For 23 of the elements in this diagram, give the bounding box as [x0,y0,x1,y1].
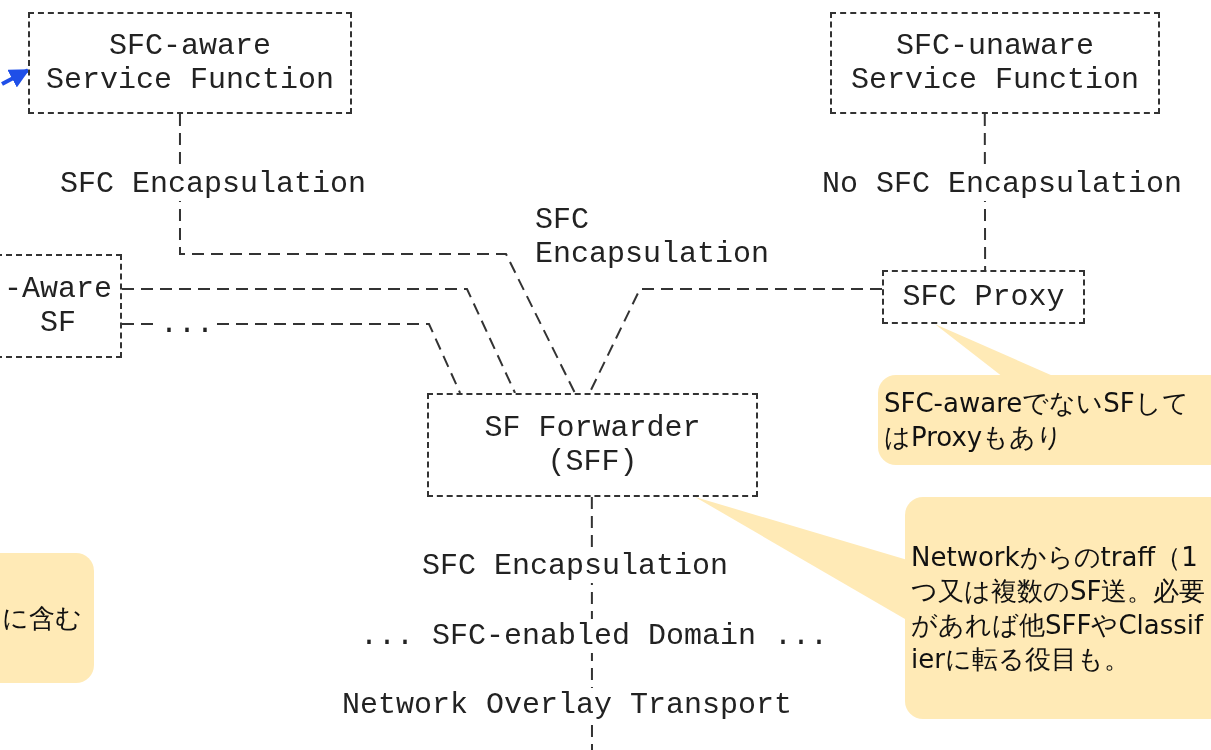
callout-tail [934,324,1051,375]
arrow [1,68,30,88]
service-function-box [0,254,122,358]
box-label: SFC-aware Service Function [44,29,335,97]
box-label: SF Forwarder (SFF) [483,411,702,479]
connector-line [121,288,517,394]
service-function-box [830,12,1160,114]
annotation-label: SFC Encapsulation [535,203,771,271]
connector-line [178,113,576,394]
forwarder-box [427,393,758,497]
callout-bubble [0,553,94,683]
box-label: -Aware SF [3,272,113,340]
callout-text: Networkからのtraff（1つ又は複数のSF送。必要があれば他SFFやClassifierに転る役目も。 [911,541,1207,676]
callout-tail [695,497,905,620]
edge-label: SFC Encapsulation [422,549,729,583]
callout-text: に含む [2,602,83,635]
edge-label: No SFC Encapsulation [822,167,1183,201]
service-function-box [28,12,352,114]
proxy-box [882,270,1085,324]
edge-label: SFC Encapsulation [60,167,367,201]
box-label: SFC Proxy [901,280,1066,314]
box-label: SFC-unaware Service Function [849,29,1140,97]
callout-text: SFC-awareでないSFしてはProxyもあり [884,387,1190,454]
